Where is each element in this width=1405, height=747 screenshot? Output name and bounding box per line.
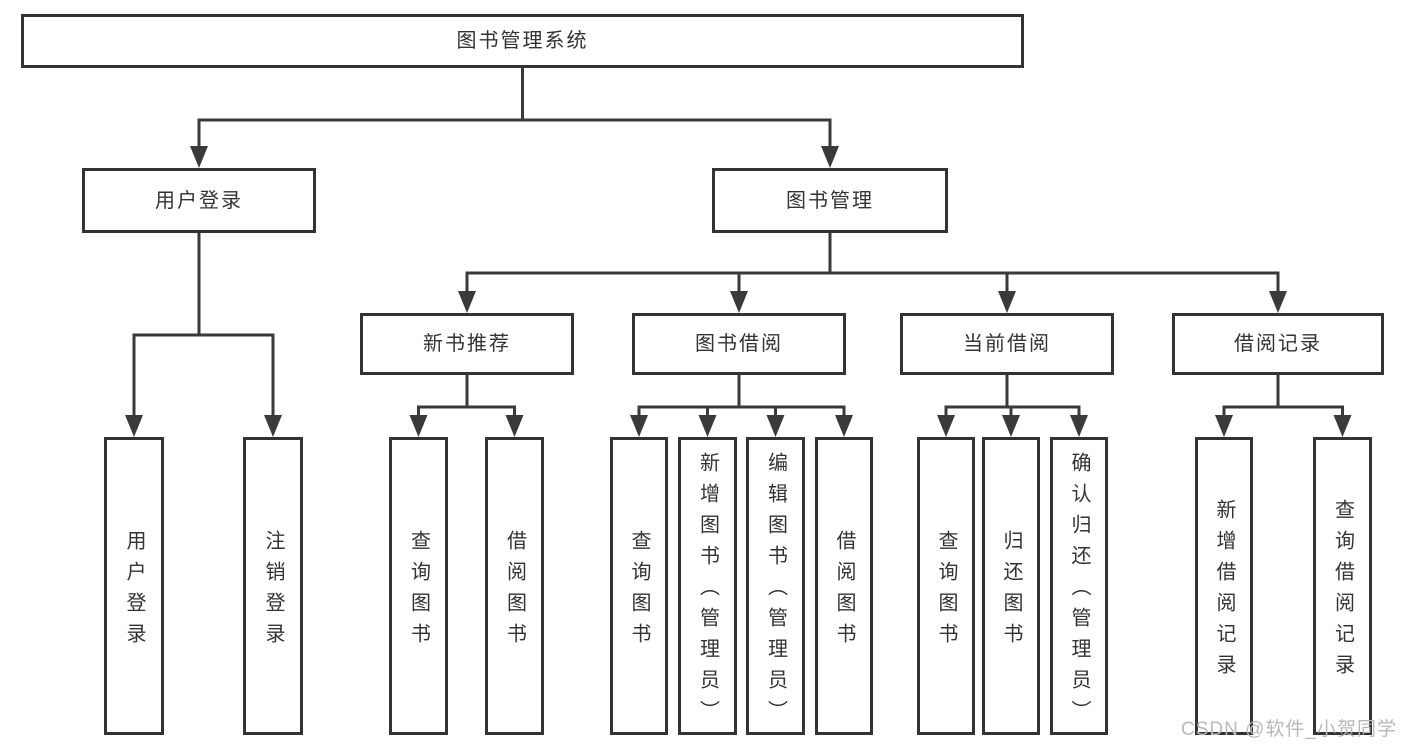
node-current-return: 归还图书	[982, 437, 1040, 735]
node-records: 借阅记录	[1172, 313, 1384, 375]
node-label: 归还图书	[1000, 529, 1022, 654]
node-borrow-edit: 编辑图书（管理员）	[746, 437, 805, 735]
node-newbook: 新书推荐	[360, 313, 574, 375]
node-label: 新增借阅记录	[1213, 498, 1235, 685]
node-label: 图书管理	[786, 189, 874, 212]
node-label: 新增图书（管理员）	[696, 452, 719, 731]
node-label: 新书推荐	[423, 333, 511, 355]
node-newbook-borrow: 借阅图书	[485, 437, 544, 735]
node-label: 借阅图书	[503, 529, 526, 654]
node-borrow: 图书借阅	[632, 313, 846, 375]
node-label: 查询图书	[935, 529, 957, 654]
node-login-logout: 注销登录	[243, 437, 303, 735]
node-records-query: 查询借阅记录	[1313, 437, 1372, 735]
node-label: 借阅记录	[1234, 333, 1322, 355]
node-label: 图书管理系统	[456, 30, 589, 52]
node-label: 当前借阅	[963, 333, 1051, 355]
node-current-confirm: 确认归还（管理员）	[1050, 437, 1108, 735]
node-label: 用户登录	[123, 529, 145, 654]
node-newbook-query: 查询图书	[389, 437, 448, 735]
node-label: 查询借阅记录	[1331, 498, 1354, 685]
node-login-user: 用户登录	[104, 437, 164, 735]
watermark: CSDN @软件_小贺同学	[1181, 719, 1397, 740]
node-label: 图书借阅	[695, 333, 783, 355]
node-label: 确认归还（管理员）	[1068, 452, 1090, 731]
node-root: 图书管理系统	[21, 14, 1024, 68]
node-records-add: 新增借阅记录	[1195, 437, 1253, 735]
node-label: 查询图书	[628, 529, 650, 654]
node-label: 借阅图书	[833, 529, 855, 654]
node-borrow-query: 查询图书	[610, 437, 668, 735]
node-mgmt: 图书管理	[712, 168, 948, 233]
node-label: 编辑图书（管理员）	[764, 452, 787, 731]
node-login: 用户登录	[82, 168, 316, 233]
node-label: 查询图书	[407, 529, 430, 654]
node-current: 当前借阅	[900, 313, 1114, 375]
node-borrow-add: 新增图书（管理员）	[678, 437, 737, 735]
node-current-query: 查询图书	[917, 437, 975, 735]
node-label: 注销登录	[262, 529, 284, 654]
node-borrow-borrow: 借阅图书	[815, 437, 873, 735]
node-label: 用户登录	[155, 189, 243, 212]
